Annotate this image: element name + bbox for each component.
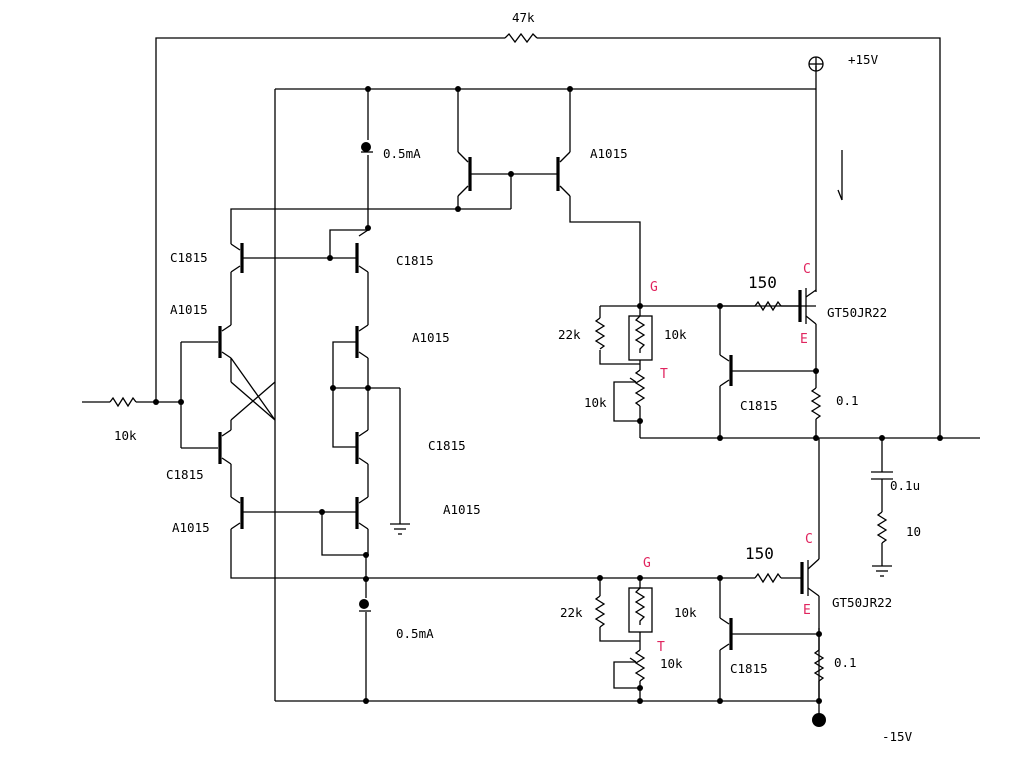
label-lo-pin-t: T	[657, 640, 665, 655]
ground-icon	[390, 523, 410, 535]
current-arrow-icon	[837, 150, 843, 201]
label-up-pin-t: T	[660, 367, 668, 382]
right-transistor-column	[319, 225, 410, 560]
label-q-left-top: C1815	[170, 250, 208, 265]
label-up-q-prot: C1815	[740, 398, 778, 413]
label-q-left-a2: A1015	[172, 520, 210, 535]
label-lo-r-sense: 0.1	[834, 655, 857, 670]
lower-output-stage	[594, 438, 825, 704]
left-transistor-column	[218, 243, 640, 579]
current-source-top	[361, 86, 373, 230]
label-q-left-a1: A1015	[170, 302, 208, 317]
zobel-network	[871, 438, 893, 577]
current-source-bottom	[359, 560, 371, 704]
feedback-path	[155, 32, 941, 438]
label-r-feedback: 47k	[512, 10, 535, 25]
label-q-right-c2: C1815	[428, 438, 466, 453]
label-q-right-a1: A1015	[412, 330, 450, 345]
positive-rail	[274, 56, 824, 701]
component-labels: 47k +15V -15V 10k 0.5mA 0.5mA A1015 C181…	[114, 10, 921, 744]
label-up-pin-g: G	[650, 280, 658, 295]
label-up-r-gate: 10k	[664, 327, 687, 342]
label-up-pot: 10k	[584, 395, 607, 410]
label-q-left-c2: C1815	[166, 467, 204, 482]
label-lo-pin-g: G	[643, 556, 651, 571]
label-q-right-a2: A1015	[443, 502, 481, 517]
label-cs-bottom: 0.5mA	[396, 626, 434, 641]
label-up-r-series: 150	[748, 273, 777, 292]
label-lo-q-prot: C1815	[730, 661, 768, 676]
pnp-current-mirror	[230, 86, 641, 306]
label-vminus: -15V	[882, 729, 913, 744]
label-lo-r-series: 150	[745, 544, 774, 563]
label-up-igbt: GT50JR22	[827, 305, 887, 320]
label-lo-r-gate: 10k	[674, 605, 697, 620]
label-up-r-sense: 0.1	[836, 393, 859, 408]
label-lo-r-bias: 22k	[560, 605, 583, 620]
label-lo-igbt: GT50JR22	[832, 595, 892, 610]
label-vplus: +15V	[848, 52, 879, 67]
label-lo-pin-e: E	[803, 603, 811, 618]
label-up-pin-e: E	[800, 332, 808, 347]
negative-rail	[275, 628, 826, 727]
upper-output-stage	[594, 288, 980, 441]
label-zobel-c: 0.1u	[890, 478, 920, 493]
label-zobel-r: 10	[906, 524, 921, 539]
label-r-input: 10k	[114, 428, 137, 443]
input-stage	[82, 341, 218, 449]
label-up-pin-c: C	[803, 262, 811, 277]
label-cs-top: 0.5mA	[383, 146, 421, 161]
label-lo-pin-c: C	[805, 532, 813, 547]
label-lo-pot: 10k	[660, 656, 683, 671]
label-q-right-top: C1815	[396, 253, 434, 268]
label-up-r-bias: 22k	[558, 327, 581, 342]
label-q-pmirror: A1015	[590, 146, 628, 161]
ground-icon	[872, 565, 892, 577]
supply-terminal-icon	[812, 713, 826, 727]
